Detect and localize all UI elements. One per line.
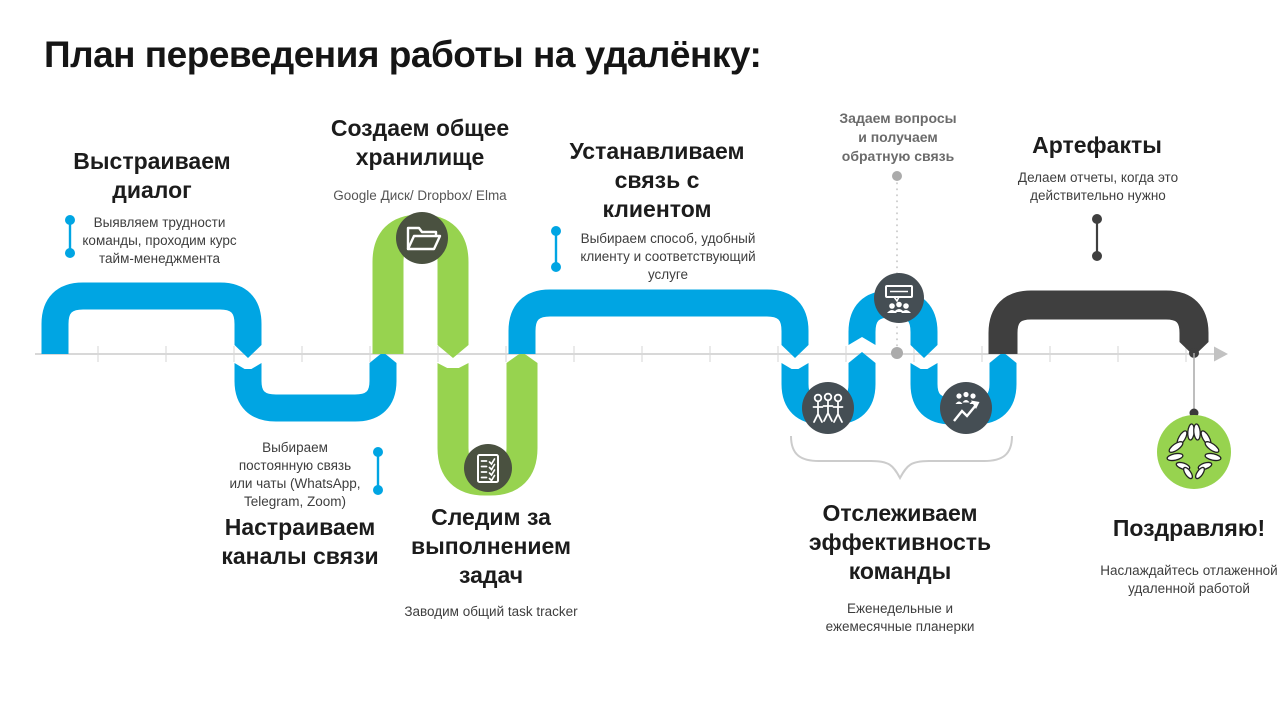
dialog-note: Выявляем трудности команды, проходим кур… [82,215,237,266]
page-title: План переведения работы на удалёнку: [44,34,762,75]
path-segment-client-blue [508,289,1017,425]
feedback-heading: Задаем вопросы и получаем обратную связь [839,110,957,164]
open-folder-icon [396,212,448,264]
team-icon [802,382,854,434]
channels-heading: Настраиваем каналы связи [221,514,379,569]
efficiency-brace [790,435,1013,481]
channels-note: Выбираем постоянную связь или чаты (What… [229,440,361,509]
dialog-note-connector [65,215,75,258]
efficiency-heading: Отслеживаем эффективность команды [808,500,992,584]
path-segment-artifacts-dark [988,290,1209,356]
artifacts-note-connector [1092,214,1102,261]
dialog-heading: Выстраиваем диалог [73,148,231,203]
timeline-axis [35,346,1228,362]
timeline-arrowhead-icon [1214,346,1228,362]
client-note-connector [551,226,561,272]
congrats-note: Наслаждайтесь отлаженной удаленной работ… [1100,563,1278,596]
feedback-timeline-node [891,347,903,359]
tasks-note: Заводим общий task tracker [404,604,578,619]
client-heading: Устанавливаем связь с клиентом [569,138,745,222]
storage-note: Google Диск/ Dropbox/ Elma [333,188,507,203]
congrats-heading: Поздравляю! [1112,515,1266,541]
artifacts-heading: Артефакты [1032,132,1162,158]
checklist-icon [464,444,512,492]
channels-note-connector [373,447,383,495]
medal-pendant [1189,348,1199,418]
path-segment-dialog-blue [41,282,397,422]
storage-heading: Создаем общее хранилище [330,115,510,170]
efficiency-note: Еженедельные и ежемесячные планерки [825,601,975,634]
client-note: Выбираем способ, удобный клиенту и соотв… [580,231,756,282]
laurel-wreath-icon [1157,415,1231,489]
artifacts-note: Делаем отчеты, когда это действительно н… [1017,170,1179,203]
video-call-icon [874,273,924,323]
growth-chart-icon [940,382,992,434]
tasks-heading: Следим за выполнением задач [411,504,571,588]
